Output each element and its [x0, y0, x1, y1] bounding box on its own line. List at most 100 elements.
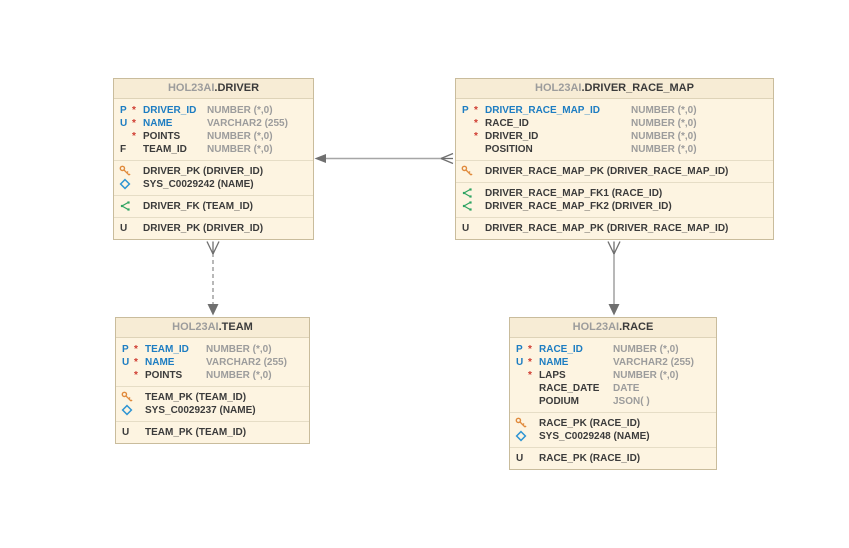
- schema-name: HOL23AI: [172, 321, 219, 333]
- relationship-driver-to-team[interactable]: [206, 241, 220, 316]
- key-row: RACE_PK (RACE_ID): [510, 417, 716, 430]
- column-name: LAPS: [539, 370, 566, 381]
- required-asterisk: *: [528, 357, 532, 368]
- column-type: NUMBER (*,0): [613, 370, 679, 381]
- key-name: DRIVER_PK (DRIVER_ID): [143, 166, 264, 177]
- column-type: NUMBER (*,0): [206, 344, 272, 355]
- key-name: SYS_C0029237 (NAME): [145, 405, 256, 416]
- column-type: NUMBER (*,0): [631, 144, 697, 155]
- column-type: DATE: [613, 383, 640, 394]
- column-type: VARCHAR2 (255): [613, 357, 694, 368]
- required-asterisk: *: [134, 344, 138, 355]
- column-name: NAME: [539, 357, 569, 368]
- unique-constraint-name: DRIVER_RACE_MAP_PK (DRIVER_RACE_MAP_ID): [485, 223, 729, 234]
- foreign-key-name: DRIVER_RACE_MAP_FK2 (DRIVER_ID): [485, 201, 672, 212]
- required-asterisk: *: [134, 370, 138, 381]
- unique-constraint-flag: U: [516, 453, 524, 464]
- unique-flag: U: [516, 357, 524, 368]
- column-row: * RACE_ID NUMBER (*,0): [456, 117, 773, 130]
- columns-section: P * RACE_ID NUMBER (*,0) U * NAME VARCHA…: [510, 338, 716, 412]
- required-asterisk: *: [474, 131, 478, 142]
- column-name: NAME: [145, 357, 175, 368]
- key-row: TEAM_PK (TEAM_ID): [116, 391, 309, 404]
- column-row: P * DRIVER_RACE_MAP_ID NUMBER (*,0): [456, 104, 773, 117]
- foreign-key-row: DRIVER_FK (TEAM_ID): [114, 200, 313, 213]
- table-driver-race-map-header[interactable]: HOL23AI.DRIVER_RACE_MAP: [456, 79, 773, 99]
- column-row: F TEAM_ID NUMBER (*,0): [114, 143, 313, 156]
- table-driver-race-map[interactable]: HOL23AI.DRIVER_RACE_MAP P * DRIVER_RACE_…: [455, 78, 774, 240]
- column-name: PODIUM: [539, 396, 579, 407]
- unique-constraint-name: DRIVER_PK (DRIVER_ID): [143, 223, 264, 234]
- relationship-driver-race-map-to-driver[interactable]: [314, 152, 454, 165]
- columns-section: P * TEAM_ID NUMBER (*,0) U * NAME VARCHA…: [116, 338, 309, 386]
- crow-foot-at-driver-race-map: [607, 241, 621, 255]
- arrowhead-at-driver: [314, 154, 326, 163]
- unique-constraints-section: U DRIVER_RACE_MAP_PK (DRIVER_RACE_MAP_ID…: [456, 217, 773, 239]
- required-asterisk: *: [474, 105, 478, 116]
- column-row: * POINTS NUMBER (*,0): [114, 130, 313, 143]
- unique-constraint-row: U RACE_PK (RACE_ID): [510, 452, 716, 465]
- unique-index-icon: [121, 404, 133, 416]
- table-team[interactable]: HOL23AI.TEAM P * TEAM_ID NUMBER (*,0) U …: [115, 317, 310, 444]
- column-type: NUMBER (*,0): [631, 118, 697, 129]
- key-row: SYS_C0029242 (NAME): [114, 178, 313, 191]
- column-type: NUMBER (*,0): [207, 105, 273, 116]
- pk-flag: P: [122, 344, 129, 355]
- column-name: RACE_ID: [485, 118, 529, 129]
- column-type: NUMBER (*,0): [207, 144, 273, 155]
- column-name: POSITION: [485, 144, 533, 155]
- unique-constraint-flag: U: [122, 427, 130, 438]
- unique-flag: U: [120, 118, 128, 129]
- column-type: NUMBER (*,0): [613, 344, 679, 355]
- key-name: DRIVER_RACE_MAP_PK (DRIVER_RACE_MAP_ID): [485, 166, 729, 177]
- foreign-key-icon: [461, 187, 473, 199]
- foreign-keys-section: DRIVER_FK (TEAM_ID): [114, 195, 313, 217]
- unique-constraint-flag: U: [120, 223, 128, 234]
- arrowhead-at-race: [608, 304, 620, 316]
- column-row: P * DRIVER_ID NUMBER (*,0): [114, 104, 313, 117]
- table-race[interactable]: HOL23AI.RACE P * RACE_ID NUMBER (*,0) U …: [509, 317, 717, 470]
- column-name: DRIVER_ID: [485, 131, 539, 142]
- column-name: NAME: [143, 118, 173, 129]
- key-name: SYS_C0029242 (NAME): [143, 179, 254, 190]
- primary-key-icon: [461, 165, 473, 177]
- column-name: DRIVER_ID: [143, 105, 197, 116]
- foreign-key-row: DRIVER_RACE_MAP_FK2 (DRIVER_ID): [456, 200, 773, 213]
- foreign-key-name: DRIVER_RACE_MAP_FK1 (RACE_ID): [485, 188, 663, 199]
- column-type: NUMBER (*,0): [631, 105, 697, 116]
- column-row: U * NAME VARCHAR2 (255): [114, 117, 313, 130]
- keys-section: RACE_PK (RACE_ID) SYS_C0029248 (NAME): [510, 412, 716, 447]
- schema-separator: .: [218, 321, 222, 333]
- table-driver-header[interactable]: HOL23AI.DRIVER: [114, 79, 313, 99]
- column-row: * LAPS NUMBER (*,0): [510, 369, 716, 382]
- unique-constraints-section: U DRIVER_PK (DRIVER_ID): [114, 217, 313, 239]
- key-row: DRIVER_RACE_MAP_PK (DRIVER_RACE_MAP_ID): [456, 165, 773, 178]
- unique-constraints-section: U RACE_PK (RACE_ID): [510, 447, 716, 469]
- keys-section: TEAM_PK (TEAM_ID) SYS_C0029237 (NAME): [116, 386, 309, 421]
- unique-constraint-row: U DRIVER_RACE_MAP_PK (DRIVER_RACE_MAP_ID…: [456, 222, 773, 235]
- table-driver[interactable]: HOL23AI.DRIVER P * DRIVER_ID NUMBER (*,0…: [113, 78, 314, 240]
- unique-index-icon: [119, 178, 131, 190]
- column-name: POINTS: [143, 131, 181, 142]
- column-name: RACE_ID: [539, 344, 583, 355]
- table-team-header[interactable]: HOL23AI.TEAM: [116, 318, 309, 338]
- required-asterisk: *: [528, 344, 532, 355]
- column-row: P * RACE_ID NUMBER (*,0): [510, 343, 716, 356]
- crow-foot-at-driver: [206, 241, 220, 255]
- column-type: NUMBER (*,0): [207, 131, 273, 142]
- relationship-driver-race-map-to-race[interactable]: [607, 241, 621, 316]
- schema-name: HOL23AI: [167, 82, 215, 94]
- crow-foot-at-driver-race-map: [440, 152, 454, 165]
- schema-separator: .: [581, 82, 585, 94]
- pk-flag: P: [120, 105, 127, 116]
- table-name: DRIVER_RACE_MAP: [584, 82, 694, 94]
- unique-constraint-name: TEAM_PK (TEAM_ID): [145, 427, 247, 438]
- keys-section: DRIVER_RACE_MAP_PK (DRIVER_RACE_MAP_ID): [456, 160, 773, 182]
- column-name: TEAM_ID: [143, 144, 187, 155]
- table-name: TEAM: [221, 321, 253, 333]
- pk-flag: P: [462, 105, 469, 116]
- table-race-header[interactable]: HOL23AI.RACE: [510, 318, 716, 338]
- schema-separator: .: [214, 82, 218, 94]
- table-name: RACE: [622, 321, 654, 333]
